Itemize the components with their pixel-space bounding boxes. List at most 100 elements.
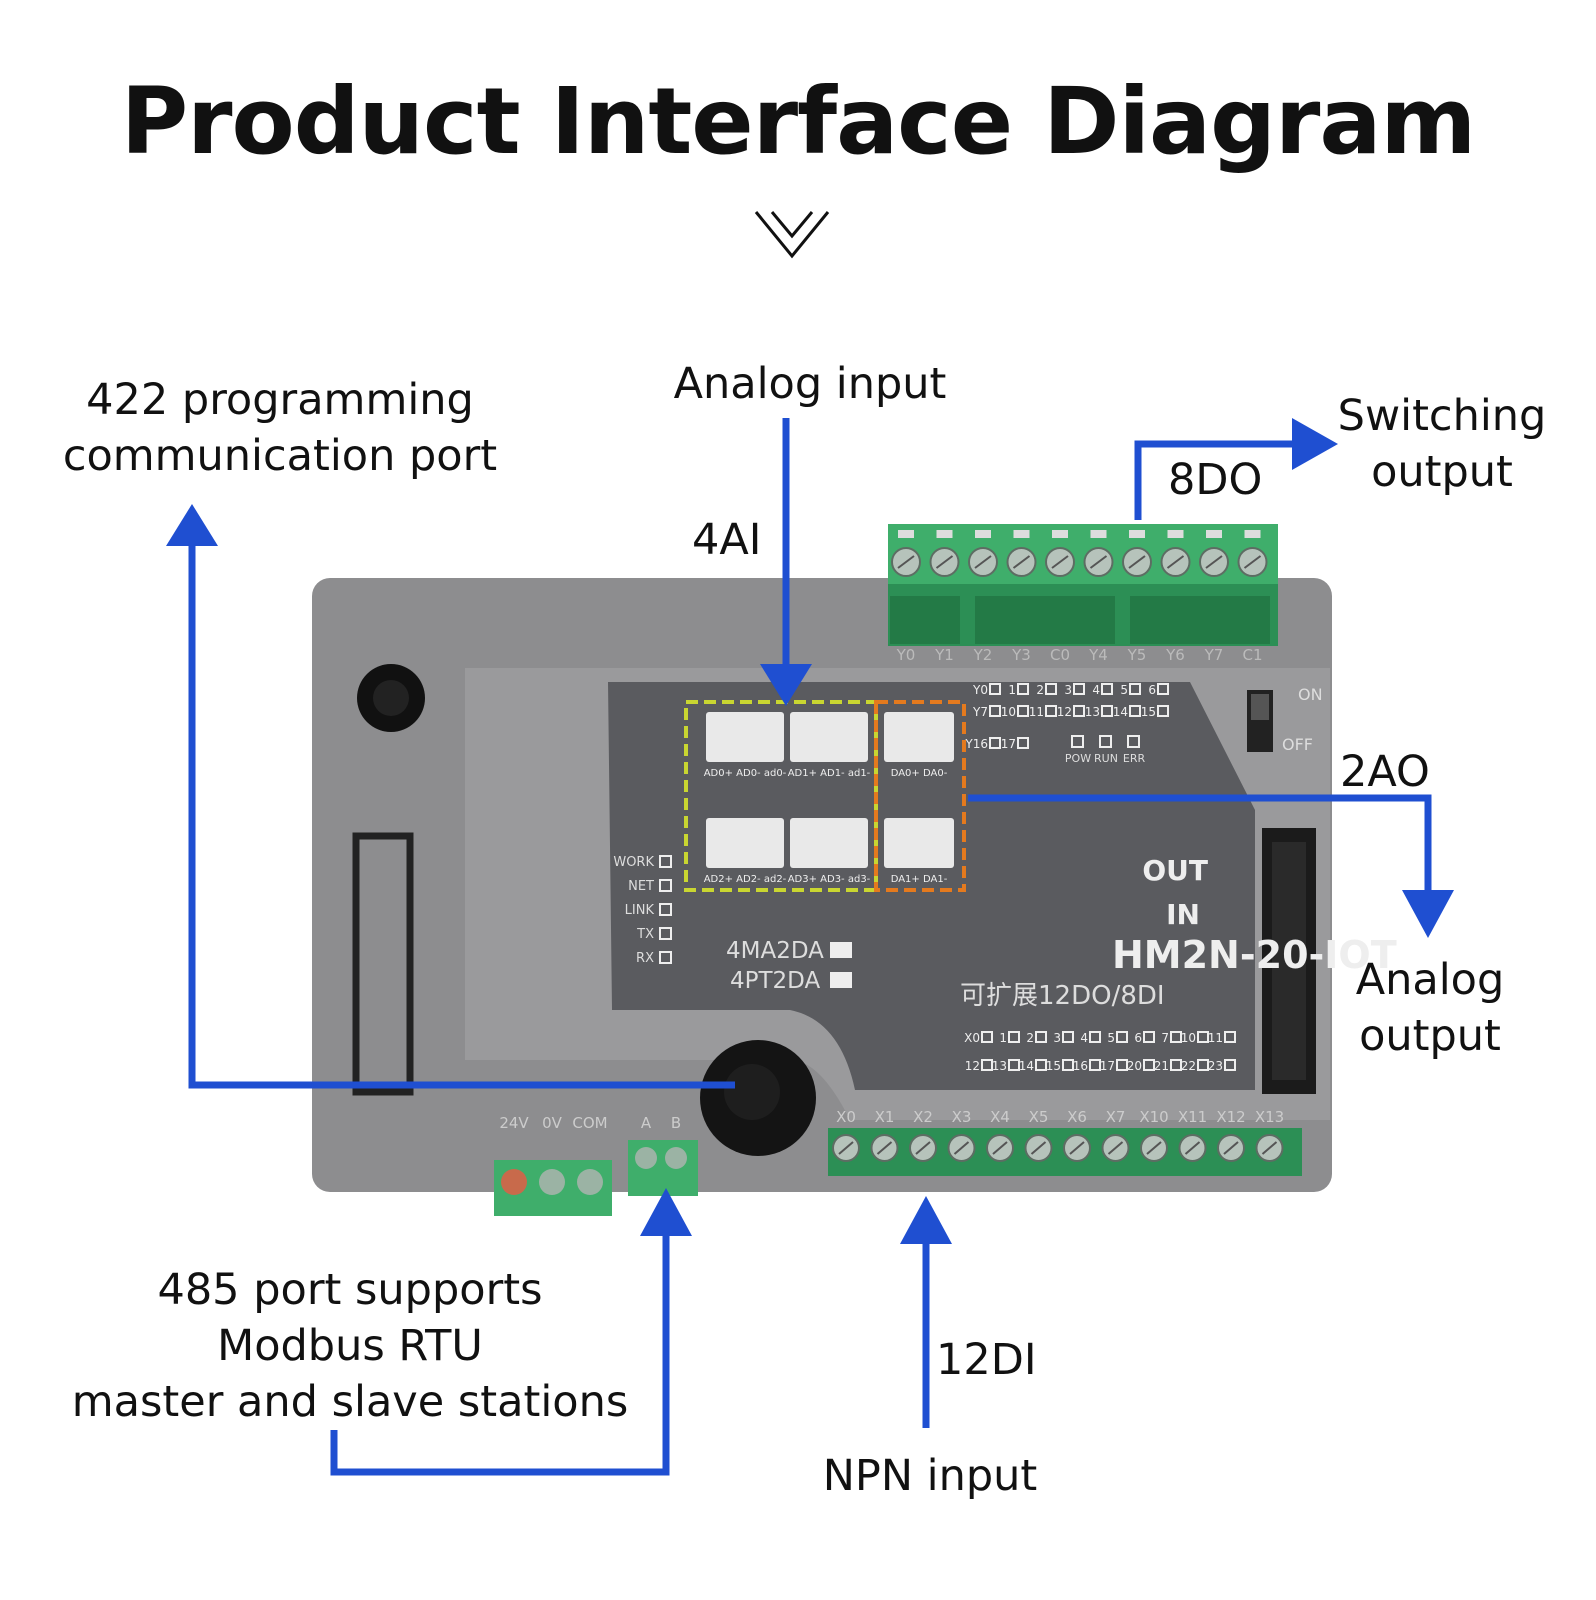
top-terminal-label: Y5: [1127, 646, 1147, 664]
io-led: [1035, 1031, 1047, 1043]
led-indicator: [659, 855, 672, 868]
io-led: [1143, 1059, 1155, 1071]
led-indicator: [659, 951, 672, 964]
ai-connector-group: [684, 700, 878, 892]
option-1-label: 4MA2DA: [726, 938, 824, 964]
label-do-count: 8DO: [1168, 455, 1263, 505]
io-led-label: 17: [1100, 1059, 1115, 1073]
top-terminal-label: Y6: [1165, 646, 1185, 664]
arrow-prog-port: [188, 540, 735, 1089]
label-switching-output: Switching output: [1337, 391, 1547, 497]
io-led: [1170, 1031, 1182, 1043]
io-led-label: 6: [1148, 683, 1156, 697]
arrow-analog-output: [968, 794, 1432, 890]
top-terminal-label: C1: [1242, 646, 1262, 664]
status-led: [1099, 735, 1112, 748]
led-label: WORK: [613, 855, 654, 870]
bottom-terminal-label: X6: [1067, 1108, 1087, 1126]
arrow-switching-output: [1134, 440, 1300, 520]
bottom-terminal-label: X1: [875, 1108, 895, 1126]
top-terminal-label: Y4: [1088, 646, 1108, 664]
status-led: [1127, 735, 1140, 748]
rs485-terminal-label: A: [641, 1114, 652, 1132]
io-led-label: 13: [992, 1059, 1007, 1073]
io-led-label: 21: [1154, 1059, 1169, 1073]
io-led: [1143, 1031, 1155, 1043]
io-led: [1157, 705, 1169, 717]
io-led-label: 20: [1127, 1059, 1142, 1073]
ai-connector-1: [790, 712, 868, 762]
io-led: [1157, 683, 1169, 695]
ao-connector-0: [884, 712, 954, 762]
led-indicator: [659, 927, 672, 940]
io-led-label: Y16: [964, 737, 988, 751]
top-terminal-tab: [1167, 530, 1184, 538]
rs485-terminal-label: B: [671, 1114, 681, 1132]
io-led-label: 1: [1008, 683, 1016, 697]
io-led: [1101, 705, 1113, 717]
ai-connector-label: AD3+ AD3- ad3-: [788, 874, 871, 885]
top-terminal-label: Y1: [934, 646, 954, 664]
io-led-label: 14: [1019, 1059, 1034, 1073]
led-label: NET: [628, 879, 654, 894]
io-led-label: 5: [1107, 1031, 1115, 1045]
option-2-label: 4PT2DA: [730, 968, 820, 994]
io-led: [1129, 705, 1141, 717]
ai-connector-label: AD2+ AD2- ad2-: [704, 874, 787, 885]
bottom-terminal-label: X0: [836, 1108, 856, 1126]
io-led-label: 10: [1181, 1031, 1196, 1045]
ao-connector-label: DA1+ DA1-: [891, 874, 948, 885]
io-led: [981, 1031, 993, 1043]
io-led: [1224, 1031, 1236, 1043]
io-led: [1224, 1059, 1236, 1071]
power-terminal-label: 24V: [499, 1114, 529, 1132]
bottom-terminal-label: X4: [990, 1108, 1010, 1126]
io-led-label: 12: [965, 1059, 980, 1073]
top-terminal-tab: [1129, 530, 1145, 538]
bottom-terminal-label: X3: [952, 1108, 972, 1126]
led-indicator: [659, 879, 672, 892]
ao-connector-group: [874, 700, 966, 892]
top-terminal-tab: [975, 530, 991, 538]
io-led: [1197, 1059, 1209, 1071]
bottom-terminal-label: X7: [1106, 1108, 1126, 1126]
io-led-label: 4: [1092, 683, 1100, 697]
io-led-label: Y0: [972, 683, 988, 697]
io-led: [1017, 705, 1029, 717]
io-led: [1062, 1031, 1074, 1043]
label-rs485: 485 port supports Modbus RTU master and …: [71, 1265, 629, 1427]
io-led: [1101, 683, 1113, 695]
label-analog-input: Analog input: [673, 359, 947, 409]
io-led: [989, 683, 1001, 695]
io-led-label: 14: [1113, 705, 1128, 719]
top-terminal-label: Y2: [973, 646, 993, 664]
io-led: [1045, 705, 1057, 717]
label-analog-output: Analog output: [1355, 955, 1505, 1061]
top-terminal-tab: [936, 530, 953, 538]
io-led-label: 22: [1181, 1059, 1196, 1073]
io-led-label: 11: [1029, 705, 1044, 719]
top-terminal-label: C0: [1050, 646, 1070, 664]
led-label: TX: [636, 927, 654, 942]
io-led: [1045, 683, 1057, 695]
io-led-label: 13: [1085, 705, 1100, 719]
io-led-label: 6: [1134, 1031, 1142, 1045]
io-led-label: 3: [1053, 1031, 1061, 1045]
device-subtitle: 可扩展12DO/8DI: [960, 981, 1165, 1011]
switch-on-label: ON: [1298, 685, 1323, 704]
bottom-terminal-label: X13: [1255, 1108, 1284, 1126]
status-led-label: RUN: [1094, 752, 1118, 765]
ai-connector-3: [790, 818, 868, 868]
io-led-label: 4: [1080, 1031, 1088, 1045]
ai-connector-2: [706, 818, 784, 868]
io-led-label: 23: [1208, 1059, 1223, 1073]
chevron-down-icon: [754, 211, 830, 259]
bottom-terminal-label: X10: [1139, 1108, 1168, 1126]
io-led-label: 15: [1141, 705, 1156, 719]
top-terminal-tab: [1052, 530, 1068, 538]
device-model: HM2N-20-IOT: [1112, 933, 1397, 977]
front-panel: [608, 682, 1255, 1090]
io-led-label: 11: [1208, 1031, 1223, 1045]
power-terminal-label: 0V: [542, 1114, 563, 1132]
